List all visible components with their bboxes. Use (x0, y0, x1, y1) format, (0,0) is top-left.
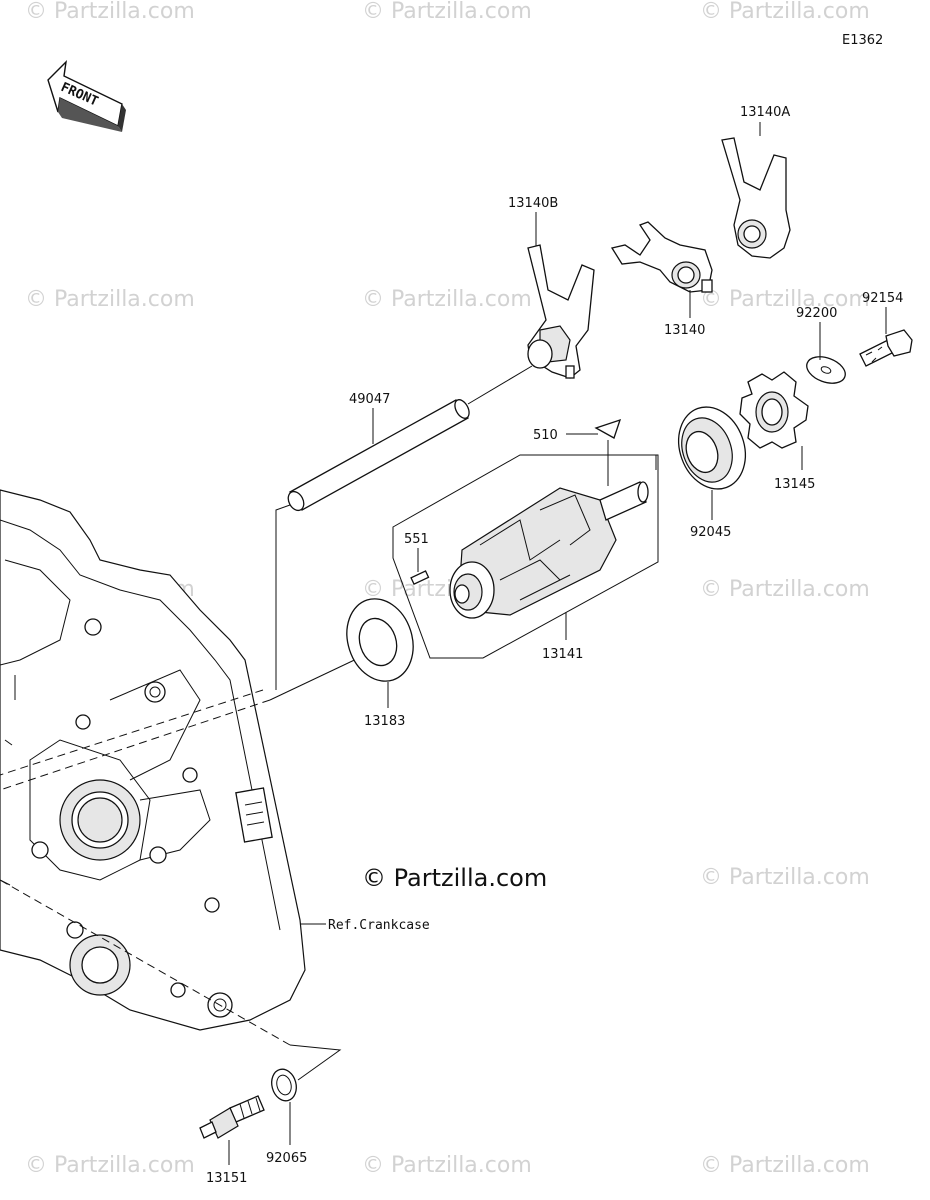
bolt-92154 (859, 329, 913, 367)
gasket-92065 (271, 1068, 297, 1102)
axis-line (467, 365, 533, 405)
washer-13183 (346, 598, 414, 682)
cam-plate-13145 (739, 371, 809, 449)
part-label: 13140 (664, 323, 705, 338)
part-label: 13183 (364, 714, 405, 729)
watermark: © Partzilla.com (700, 1153, 870, 1178)
watermarks: © Partzilla.com © Partzilla.com © Partzi… (25, 0, 870, 1178)
watermark: © Partzilla.com (25, 0, 195, 24)
part-label: 49047 (349, 392, 390, 407)
watermark: © Partzilla.com (700, 287, 870, 312)
copyright-text: © Partzilla.com (362, 864, 547, 892)
watermark: © Partzilla.com (362, 287, 532, 312)
watermark: © Partzilla.com (700, 865, 870, 890)
diagram-code: E1362 (842, 33, 883, 48)
watermark: © Partzilla.com (25, 287, 195, 312)
watermark: © Partzilla.com (700, 0, 870, 24)
crankcase-illustration (0, 489, 306, 1031)
axis-line (0, 699, 271, 791)
reference-label: Ref.Crankcase (328, 918, 430, 933)
part-label: 92200 (796, 306, 837, 321)
shift-fork-13140A (721, 137, 791, 259)
pin-551 (410, 570, 430, 585)
part-label: 92045 (690, 525, 731, 540)
shift-fork-13140 (610, 221, 713, 293)
part-label: 13141 (542, 647, 583, 662)
part-label: 92154 (862, 291, 903, 306)
axis-line (269, 654, 366, 701)
watermark: © Partzilla.com (362, 1153, 532, 1178)
axis-line (289, 1044, 342, 1081)
axis-line (0, 879, 291, 1046)
bearing-92045 (678, 406, 746, 490)
part-label: 551 (404, 532, 429, 547)
front-arrow-icon: FRONT (47, 60, 126, 132)
shift-fork-13140B (527, 244, 595, 379)
part-label: 510 (533, 428, 558, 443)
part-label: 13140B (508, 196, 558, 211)
pin-510 (594, 418, 622, 439)
axis-line (275, 504, 291, 690)
shaft-49047 (287, 399, 470, 512)
drum-assembly-box (392, 454, 659, 659)
washer-92200 (806, 356, 846, 384)
part-label: 13151 (206, 1171, 247, 1186)
part-label: 92065 (266, 1151, 307, 1166)
watermark: © Partzilla.com (362, 0, 532, 24)
part-label: 13145 (774, 477, 815, 492)
watermark: © Partzilla.com (700, 577, 870, 602)
switch-13151 (199, 1095, 265, 1139)
axis-line (0, 689, 264, 776)
part-label: 13140A (740, 105, 790, 120)
watermark: © Partzilla.com (25, 1153, 195, 1178)
shift-drum-13141 (449, 481, 649, 619)
